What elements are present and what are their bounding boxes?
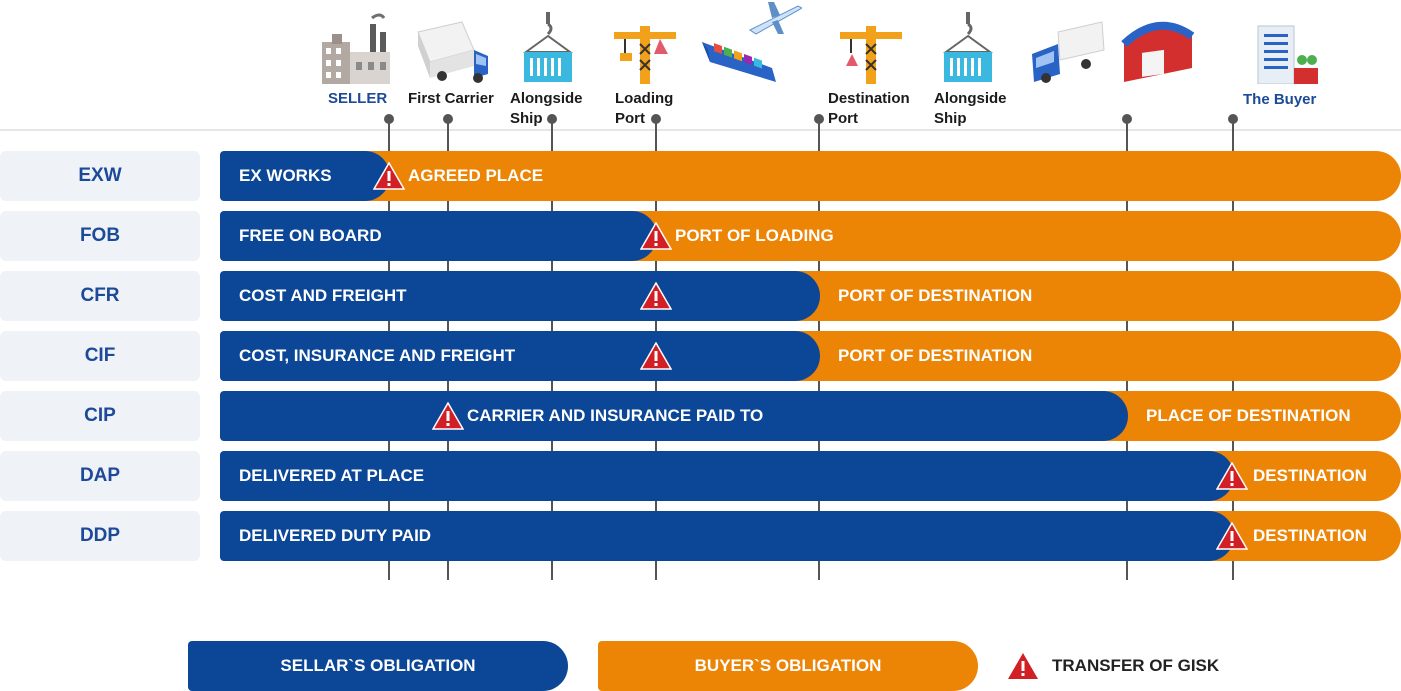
buyer-obligation-bar bbox=[790, 271, 1401, 321]
stage-label-first-carrier: First Carrier bbox=[408, 90, 494, 107]
seller-obligation-bar bbox=[220, 211, 657, 261]
buyer-obligation-bar bbox=[790, 331, 1401, 381]
stage-label-buyer: The Buyer bbox=[1243, 91, 1317, 108]
truck-icon bbox=[417, 21, 488, 83]
stage-label-loading-port: Loading Port bbox=[615, 90, 674, 127]
milestone-dot bbox=[443, 114, 453, 124]
legend-seller-obligation: SELLAR`S OBLIGATION bbox=[188, 641, 568, 691]
seller-obligation-bar bbox=[220, 391, 1128, 441]
seller-obligation-bar bbox=[220, 331, 820, 381]
container-crane-icon bbox=[522, 12, 574, 82]
warehouse-icon bbox=[1121, 21, 1195, 82]
buyer-obligation-bar bbox=[630, 211, 1401, 261]
stage-label-alongside-ship-dest: Alongside Ship bbox=[934, 90, 1007, 127]
seller-obligation-text: COST, INSURANCE AND FREIGHT bbox=[239, 346, 516, 365]
buyer-obligation-text: PORT OF DESTINATION bbox=[838, 346, 1033, 365]
seller-obligation-text: FREE ON BOARD bbox=[239, 226, 382, 245]
seller-obligation-text: COST AND FREIGHT bbox=[239, 286, 407, 305]
term-code: CIF bbox=[0, 331, 200, 381]
buyer-obligation-text: DESTINATION bbox=[1253, 466, 1367, 485]
buyer-obligation-text: PORT OF DESTINATION bbox=[838, 286, 1033, 305]
risk-transfer-icon bbox=[640, 222, 672, 250]
stage-label-seller: SELLER bbox=[328, 90, 388, 107]
risk-transfer-icon bbox=[640, 342, 672, 370]
airplane-icon bbox=[749, 2, 802, 35]
term-code: DDP bbox=[0, 511, 200, 561]
milestone-dot bbox=[651, 114, 661, 124]
risk-transfer-icon bbox=[432, 402, 464, 430]
milestone-dot bbox=[1228, 114, 1238, 124]
truck-icon bbox=[1032, 21, 1105, 83]
seller-obligation-text: DELIVERED AT PLACE bbox=[239, 466, 425, 485]
seller-obligation-text: DELIVERED DUTY PAID bbox=[239, 526, 432, 545]
term-code: FOB bbox=[0, 211, 200, 261]
cargo-ship-icon bbox=[702, 42, 776, 82]
stage-label-destination-port: Destination Port bbox=[828, 90, 910, 127]
container-crane-icon bbox=[942, 12, 994, 82]
risk-transfer-icon bbox=[1008, 653, 1038, 679]
buyer-obligation-text: PORT OF LOADING bbox=[675, 226, 834, 245]
term-code: EXW bbox=[0, 151, 200, 201]
term-code: CFR bbox=[0, 271, 200, 321]
milestone-dot bbox=[384, 114, 394, 124]
header-divider bbox=[0, 129, 1401, 131]
seller-obligation-text: CARRIER AND INSURANCE PAID TO bbox=[467, 406, 764, 425]
milestone-dot bbox=[1122, 114, 1132, 124]
buyer-obligation-text: PLACE OF DESTINATION bbox=[1146, 406, 1351, 425]
legend-risk-transfer: TRANSFER OF GISK bbox=[1052, 656, 1220, 675]
term-code: CIP bbox=[0, 391, 200, 441]
factory-icon bbox=[322, 13, 390, 84]
term-code: DAP bbox=[0, 451, 200, 501]
milestone-dot bbox=[814, 114, 824, 124]
seller-obligation-text: EX WORKS bbox=[239, 166, 332, 185]
port-crane-icon bbox=[840, 26, 902, 84]
office-building-icon bbox=[1257, 25, 1318, 84]
buyer-obligation-bar bbox=[1100, 391, 1401, 441]
stage-label-alongside-ship: Alongside Ship bbox=[510, 90, 583, 127]
risk-transfer-icon bbox=[1216, 522, 1248, 550]
seller-obligation-bar bbox=[220, 511, 1234, 561]
risk-transfer-icon bbox=[640, 282, 672, 310]
milestone-dot bbox=[547, 114, 557, 124]
buyer-obligation-text: DESTINATION bbox=[1253, 526, 1367, 545]
port-crane-icon bbox=[614, 26, 676, 84]
seller-obligation-bar bbox=[220, 151, 390, 201]
seller-obligation-bar bbox=[220, 271, 820, 321]
seller-obligation-bar bbox=[220, 451, 1234, 501]
legend-buyer-obligation: BUYER`S OBLIGATION bbox=[598, 641, 978, 691]
buyer-obligation-bar bbox=[360, 151, 1401, 201]
risk-transfer-icon bbox=[373, 162, 405, 190]
risk-transfer-icon bbox=[1216, 462, 1248, 490]
buyer-obligation-text: AGREED PLACE bbox=[408, 166, 544, 185]
